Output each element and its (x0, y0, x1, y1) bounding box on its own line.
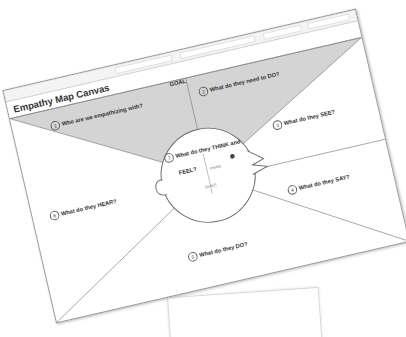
section-heading: What do they HEAR? (60, 198, 117, 216)
back-sheet (167, 287, 325, 337)
callout-number: 7 (163, 152, 174, 163)
section-note: PAINS (196, 161, 234, 174)
map-section: 6What do they HEAR? (48, 186, 144, 224)
callout-number: 1 (50, 120, 61, 131)
callout-number: 5 (187, 251, 198, 262)
callout-number: 2 (198, 86, 209, 97)
callout-number: 6 (49, 210, 60, 221)
map-section: 4What do they SAY? (286, 159, 387, 198)
section-heading: What do they SAY? (298, 174, 350, 191)
map-section: 5What do they DO? (186, 229, 273, 265)
section-heading: What do they SEE? (283, 109, 335, 126)
callout-number: 3 (272, 119, 283, 130)
section-heading: What do they DO? (199, 241, 248, 258)
callout-number: 4 (287, 184, 298, 195)
canvas-sheet: GOAL Empathy Map Canvas 1Who are we empa… (2, 9, 406, 324)
